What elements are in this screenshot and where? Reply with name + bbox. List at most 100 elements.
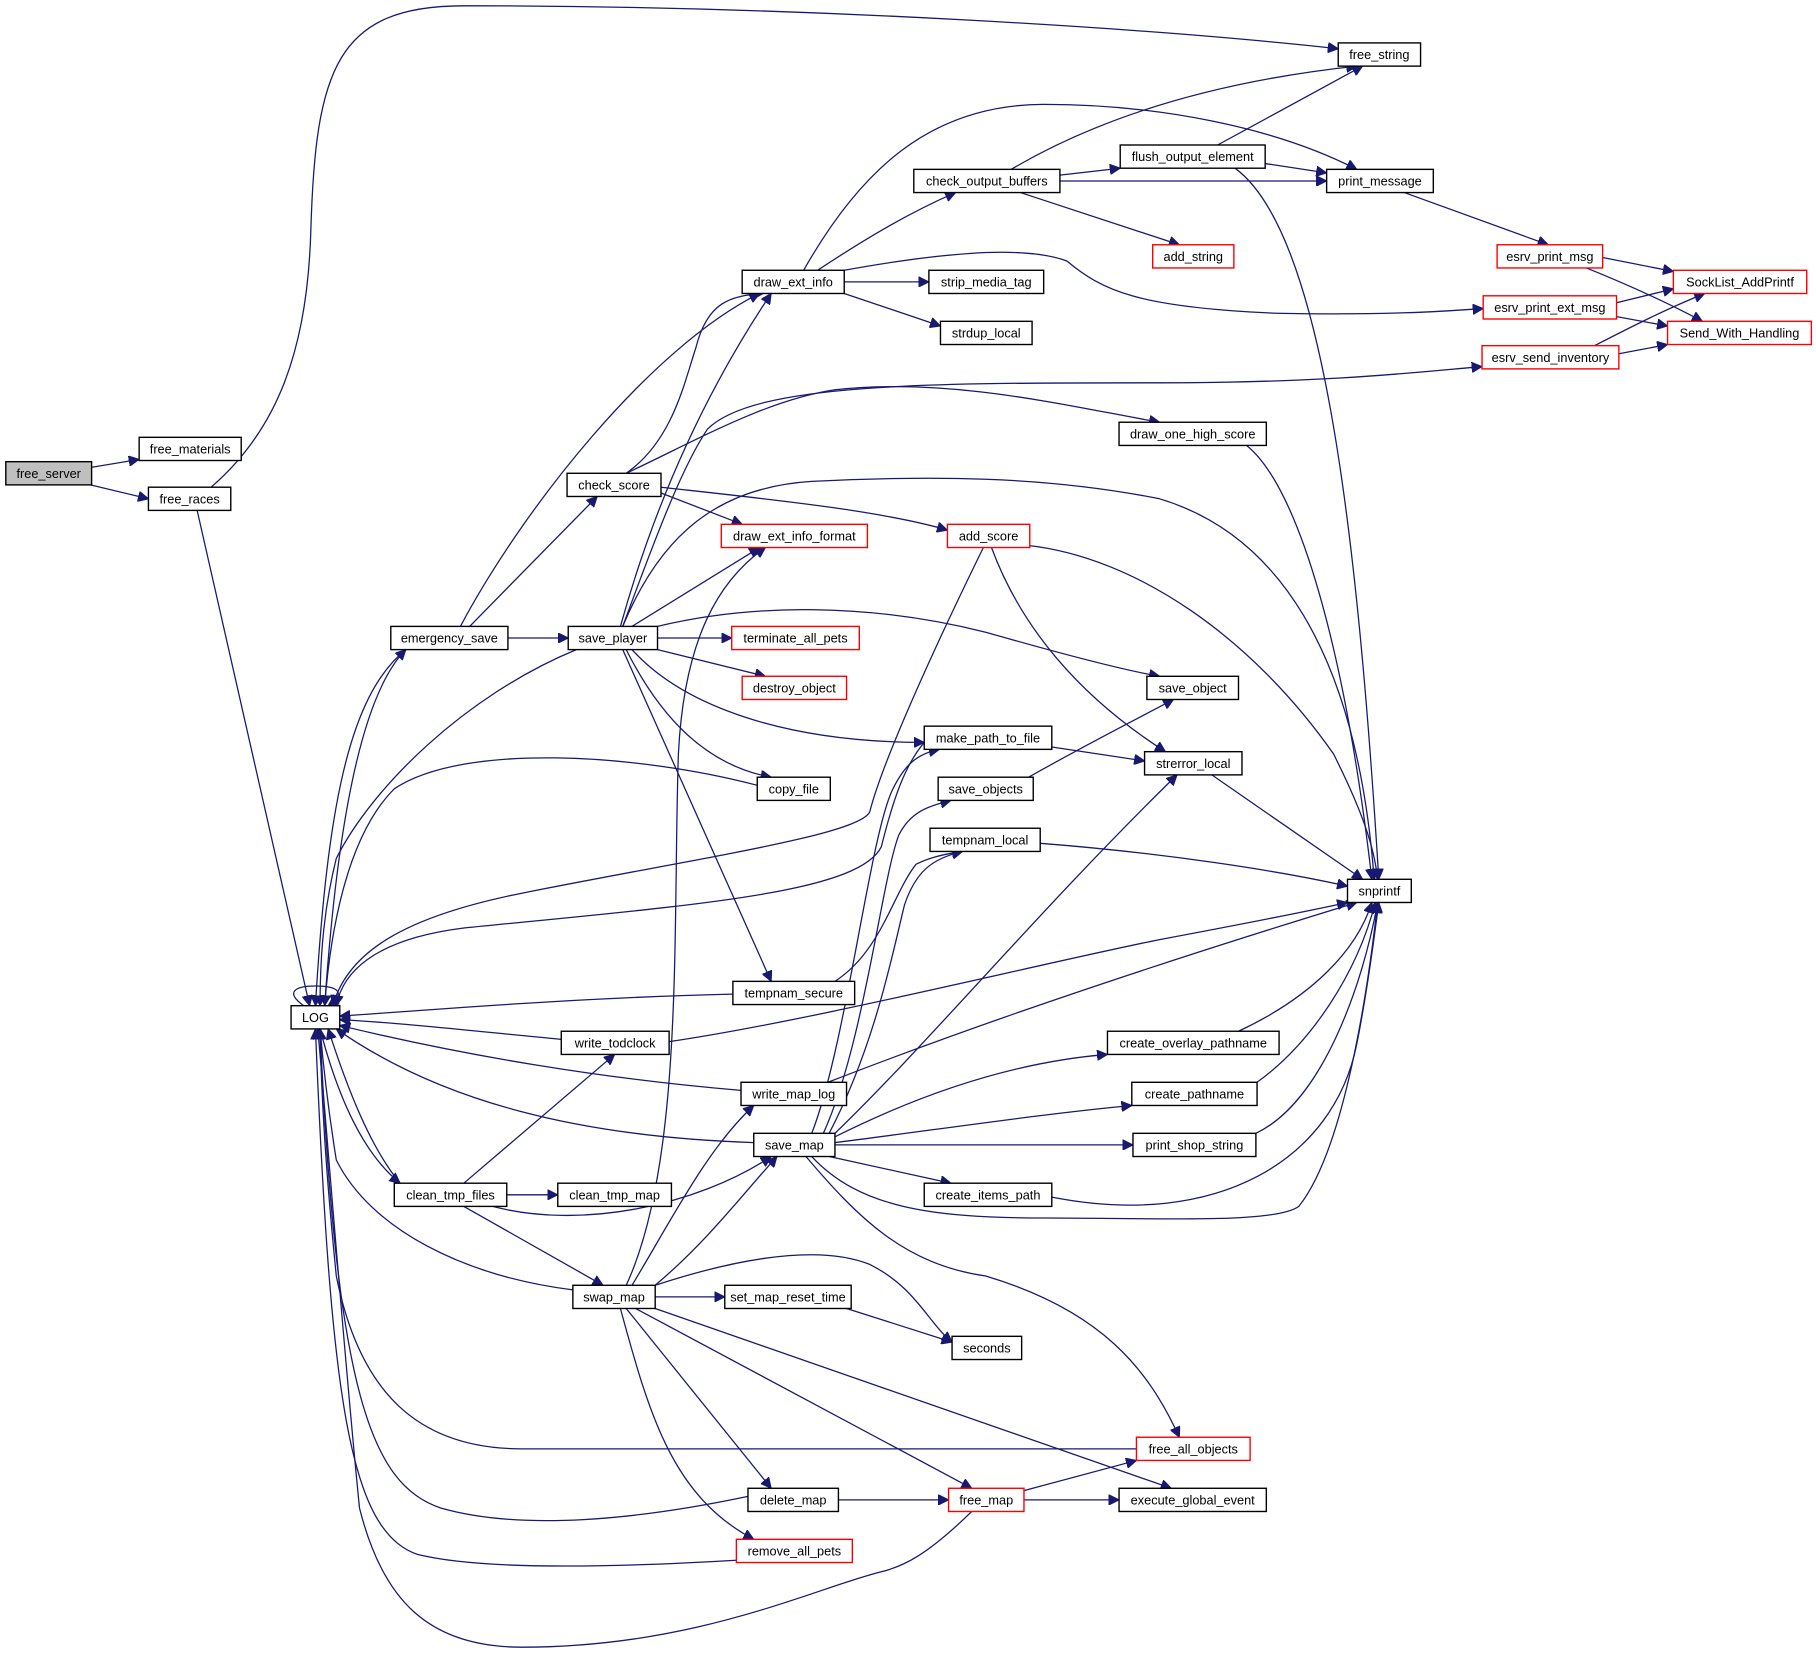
node-free_server[interactable]: free_server: [5, 460, 93, 486]
node-esrv_print_ext_msg[interactable]: esrv_print_ext_msg: [1482, 295, 1618, 320]
node-make_path_to_file[interactable]: make_path_to_file: [923, 725, 1053, 751]
node-box[interactable]: [724, 1284, 852, 1310]
node-box[interactable]: [732, 980, 856, 1006]
node-box[interactable]: [567, 625, 659, 651]
node-box[interactable]: [740, 1081, 848, 1107]
node-flush_output_element[interactable]: flush_output_element: [1119, 144, 1266, 169]
node-add_string[interactable]: add_string: [1151, 244, 1235, 269]
node-LOG[interactable]: LOG: [290, 1005, 341, 1030]
node-create_pathname[interactable]: create_pathname: [1131, 1081, 1258, 1107]
node-esrv_print_msg[interactable]: esrv_print_msg: [1496, 244, 1604, 269]
node-save_map[interactable]: save_map: [753, 1132, 836, 1158]
node-set_map_reset_time[interactable]: set_map_reset_time: [724, 1284, 852, 1310]
node-box[interactable]: [1118, 421, 1268, 447]
node-box[interactable]: [1151, 244, 1235, 269]
node-tempnam_secure[interactable]: tempnam_secure: [732, 980, 856, 1006]
node-box[interactable]: [747, 1487, 840, 1513]
node-box[interactable]: [946, 523, 1031, 549]
node-box[interactable]: [1143, 750, 1243, 776]
node-delete_map[interactable]: delete_map: [747, 1487, 840, 1513]
node-strip_media_tag[interactable]: strip_media_tag: [928, 269, 1045, 295]
node-box[interactable]: [937, 776, 1034, 802]
node-box[interactable]: [720, 523, 869, 549]
node-remove_all_pets[interactable]: remove_all_pets: [735, 1538, 854, 1564]
node-box[interactable]: [947, 1487, 1025, 1513]
node-box[interactable]: [147, 486, 232, 512]
node-create_overlay_pathname[interactable]: create_overlay_pathname: [1106, 1030, 1280, 1056]
node-free_materials[interactable]: free_materials: [138, 436, 242, 462]
node-emergency_save[interactable]: emergency_save: [390, 625, 509, 651]
node-box[interactable]: [138, 436, 242, 462]
node-save_player[interactable]: save_player: [567, 625, 659, 651]
node-box[interactable]: [929, 827, 1041, 853]
node-copy_file[interactable]: copy_file: [756, 776, 831, 802]
node-box[interactable]: [290, 1005, 341, 1030]
node-box[interactable]: [735, 1538, 854, 1564]
node-box[interactable]: [557, 1182, 673, 1208]
node-box[interactable]: [1346, 878, 1412, 904]
node-box[interactable]: [923, 725, 1053, 751]
node-box[interactable]: [1481, 344, 1620, 370]
node-box[interactable]: [1672, 269, 1808, 295]
node-box[interactable]: [1135, 1436, 1251, 1462]
node-box[interactable]: [756, 776, 831, 802]
node-SockList_AddPrintf[interactable]: SockList_AddPrintf: [1672, 269, 1808, 295]
node-check_score[interactable]: check_score: [566, 472, 662, 498]
node-box[interactable]: [1106, 1030, 1280, 1056]
node-strerror_local[interactable]: strerror_local: [1143, 750, 1243, 776]
node-swap_map[interactable]: swap_map: [572, 1284, 656, 1310]
node-strdup_local[interactable]: strdup_local: [939, 320, 1033, 346]
node-box[interactable]: [1496, 244, 1604, 269]
node-esrv_send_inventory[interactable]: esrv_send_inventory: [1481, 344, 1620, 370]
node-check_output_buffers[interactable]: check_output_buffers: [913, 168, 1061, 194]
node-terminate_all_pets[interactable]: terminate_all_pets: [731, 625, 860, 651]
node-draw_ext_info_format[interactable]: draw_ext_info_format: [720, 523, 869, 549]
node-box[interactable]: [1131, 1081, 1258, 1107]
node-box[interactable]: [928, 269, 1045, 295]
node-box[interactable]: [1666, 320, 1813, 346]
node-box[interactable]: [572, 1284, 656, 1310]
node-write_todclock[interactable]: write_todclock: [560, 1030, 670, 1056]
node-box[interactable]: [939, 320, 1033, 346]
node-free_string[interactable]: free_string: [1337, 42, 1422, 67]
node-box[interactable]: [753, 1132, 836, 1158]
node-box[interactable]: [1132, 1132, 1257, 1158]
node-clean_tmp_map[interactable]: clean_tmp_map: [557, 1182, 673, 1208]
node-draw_one_high_score[interactable]: draw_one_high_score: [1118, 421, 1268, 447]
node-box[interactable]: [5, 460, 93, 486]
node-free_map[interactable]: free_map: [947, 1487, 1025, 1513]
node-free_races[interactable]: free_races: [147, 486, 232, 512]
node-tempnam_local[interactable]: tempnam_local: [929, 827, 1041, 853]
node-box[interactable]: [560, 1030, 670, 1056]
node-box[interactable]: [566, 472, 662, 498]
node-box[interactable]: [1119, 144, 1266, 169]
node-box[interactable]: [1118, 1487, 1268, 1513]
node-box[interactable]: [731, 625, 860, 651]
node-box[interactable]: [1482, 295, 1618, 320]
node-save_object[interactable]: save_object: [1146, 675, 1240, 701]
node-seconds[interactable]: seconds: [951, 1335, 1023, 1361]
node-box[interactable]: [1337, 42, 1422, 67]
node-box[interactable]: [741, 269, 845, 295]
node-box[interactable]: [923, 1182, 1053, 1208]
node-box[interactable]: [1325, 168, 1435, 194]
node-box[interactable]: [390, 625, 509, 651]
node-print_message[interactable]: print_message: [1325, 168, 1435, 194]
node-box[interactable]: [393, 1182, 508, 1208]
node-save_objects[interactable]: save_objects: [937, 776, 1034, 802]
node-snprintf[interactable]: snprintf: [1346, 878, 1412, 904]
node-free_all_objects[interactable]: free_all_objects: [1135, 1436, 1251, 1462]
node-box[interactable]: [741, 675, 848, 701]
node-box[interactable]: [913, 168, 1061, 194]
node-box[interactable]: [951, 1335, 1023, 1361]
node-Send_With_Handling[interactable]: Send_With_Handling: [1666, 320, 1813, 346]
node-add_score[interactable]: add_score: [946, 523, 1031, 549]
node-execute_global_event[interactable]: execute_global_event: [1118, 1487, 1268, 1513]
node-destroy_object[interactable]: destroy_object: [741, 675, 848, 701]
node-draw_ext_info[interactable]: draw_ext_info: [741, 269, 845, 295]
node-print_shop_string[interactable]: print_shop_string: [1132, 1132, 1257, 1158]
node-box[interactable]: [1146, 675, 1240, 701]
node-create_items_path[interactable]: create_items_path: [923, 1182, 1053, 1208]
node-write_map_log[interactable]: write_map_log: [740, 1081, 848, 1107]
node-clean_tmp_files[interactable]: clean_tmp_files: [393, 1182, 508, 1208]
